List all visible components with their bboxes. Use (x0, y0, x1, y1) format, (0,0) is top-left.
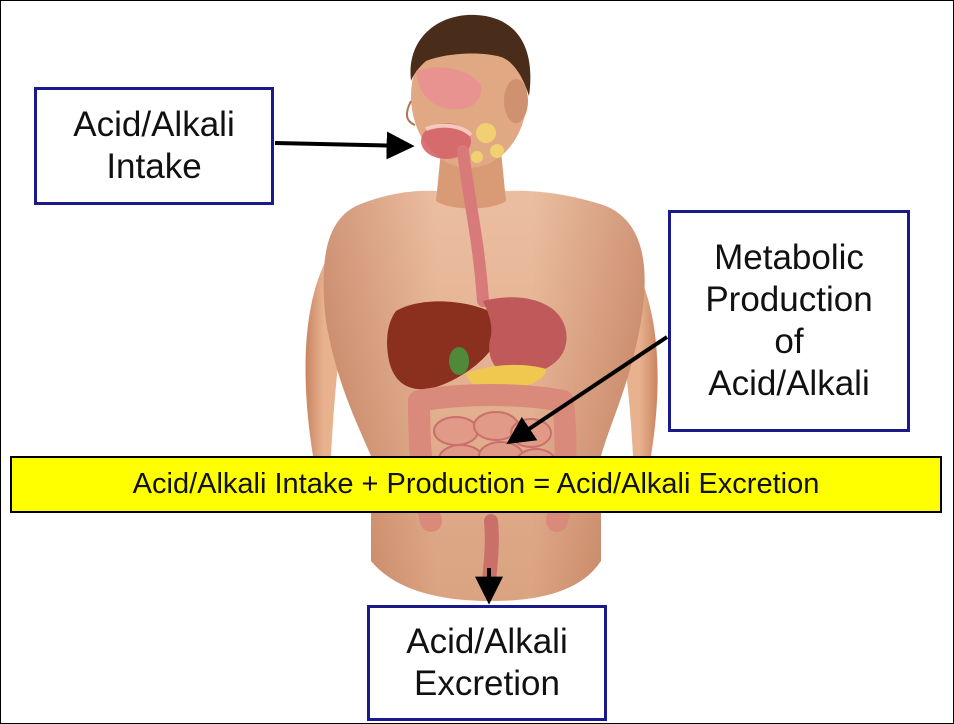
metabolic-production-label-box: Metabolic Production of Acid/Alkali (668, 210, 910, 432)
excretion-label-box: Acid/Alkali Excretion (367, 605, 607, 721)
intake-arrow (275, 143, 409, 146)
body-silhouette (306, 15, 658, 601)
balance-equation-banner: Acid/Alkali Intake + Production = Acid/A… (10, 456, 942, 513)
intake-label-box: Acid/Alkali Intake (34, 87, 274, 205)
